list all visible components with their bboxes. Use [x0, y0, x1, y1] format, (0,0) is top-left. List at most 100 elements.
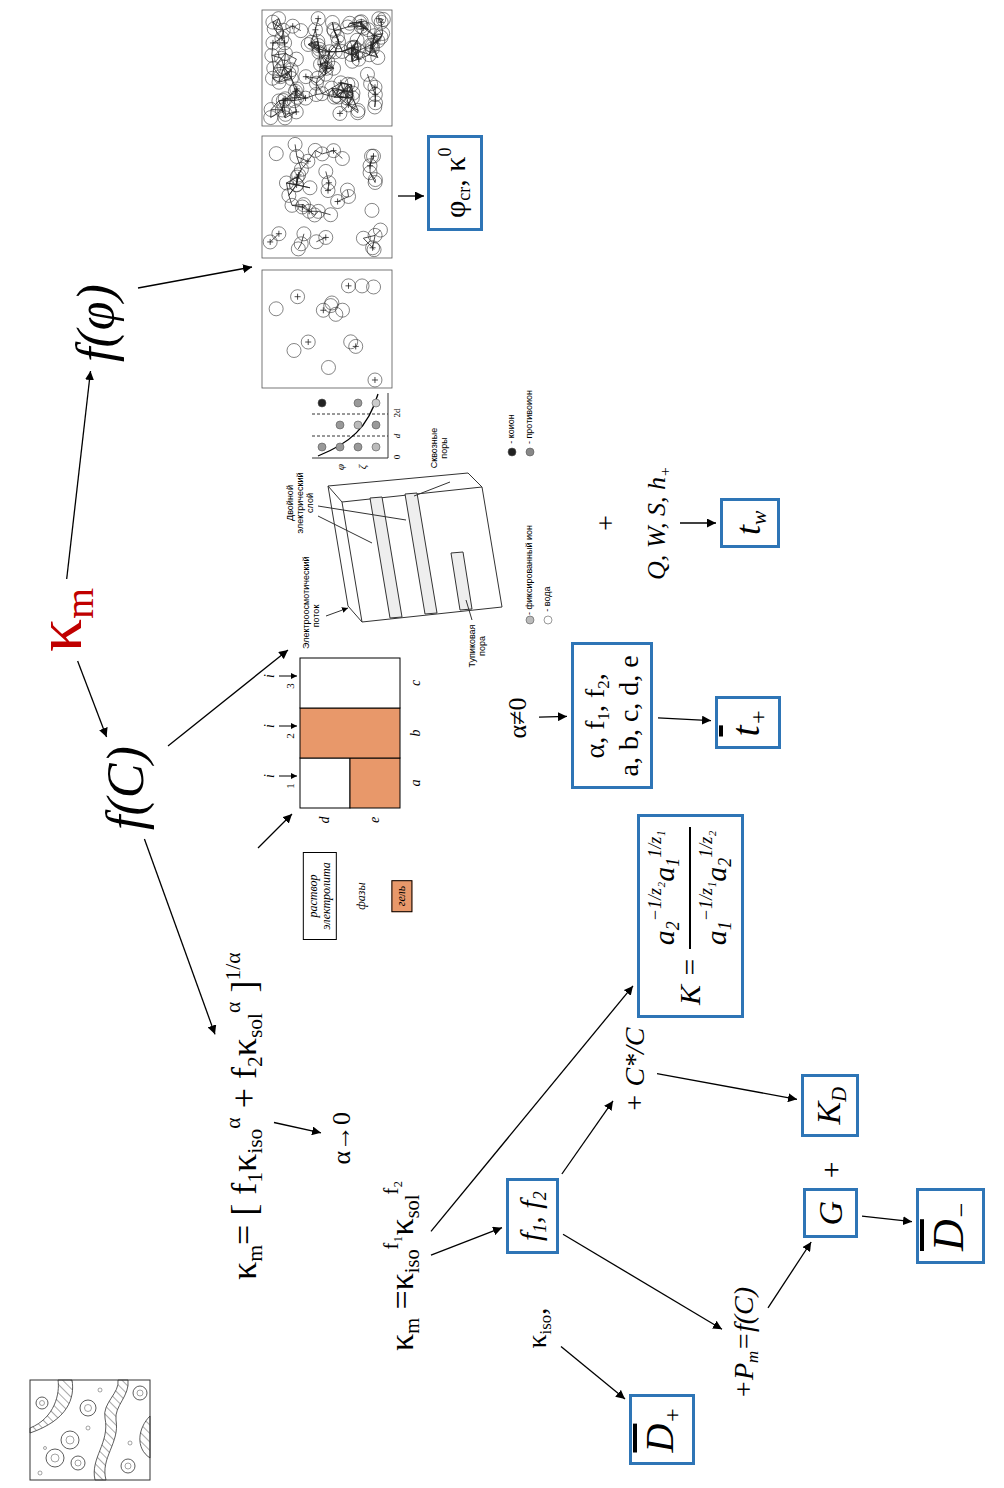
contact-line: [316, 237, 325, 241]
contact-line: [286, 177, 297, 183]
superscript: 0: [435, 148, 455, 157]
contact-line: [311, 42, 319, 49]
formula-node: f(C): [94, 741, 158, 835]
text-row: κiso,: [521, 1308, 555, 1349]
contact-line: [309, 211, 314, 215]
contact-line: [309, 211, 318, 212]
formula-text: ,: [579, 673, 610, 680]
formula-text: , f: [514, 1200, 547, 1223]
particle: [368, 175, 382, 189]
contact-line: [359, 55, 370, 59]
particle: [365, 203, 379, 217]
contact-line: [315, 150, 322, 154]
text-row: κm: [21, 588, 103, 652]
formula-node: α≠0: [501, 693, 535, 744]
subscript: 2: [663, 921, 683, 930]
subscript: D: [828, 1087, 850, 1102]
chart-label: b: [408, 730, 423, 737]
square-frame: [262, 10, 392, 126]
contact-line: [371, 84, 376, 95]
contact-line: [322, 151, 333, 154]
formula-text: t: [723, 725, 768, 736]
formula-text: ,: [521, 1308, 552, 1315]
connector-arrow: [539, 716, 567, 718]
particle: [287, 343, 301, 357]
contact-line: [381, 33, 383, 37]
square-frame: [262, 136, 392, 258]
subscript: 2: [594, 680, 613, 688]
contact-line: [334, 31, 338, 42]
text-row: α≠0: [503, 698, 533, 739]
particle: [341, 279, 355, 293]
contact-line: [361, 28, 367, 29]
fraction: a2−1/z₂a11/z₁a1−1/z₁a21/z₂: [645, 827, 736, 950]
connector-arrow: [658, 718, 711, 721]
contact-line: [302, 207, 309, 211]
chart-label: d: [317, 817, 332, 824]
connector-arrow: [78, 661, 107, 737]
contact-line: [332, 22, 334, 30]
chart-label: 1: [284, 783, 296, 789]
contact-line: [328, 52, 335, 62]
contact-line: [322, 88, 332, 94]
contact-line: [301, 234, 304, 244]
particle: [319, 230, 333, 244]
denominator: a1−1/z₁a21/z₂: [691, 827, 736, 950]
formula-node: κm =κisof₁κsolf₂: [378, 1176, 427, 1356]
contact-line: [329, 42, 338, 52]
formula-node: + C*/C: [617, 1022, 653, 1117]
contact-line: [311, 42, 319, 52]
contact-line: [298, 244, 301, 249]
formula-text: a: [647, 867, 680, 882]
picture-label: - фиксированный ион: [525, 525, 535, 615]
contact-line: [357, 28, 364, 40]
contact-line: [335, 51, 342, 52]
contact-line: [342, 51, 351, 54]
subscript: w: [747, 511, 771, 525]
contact-line: [286, 183, 296, 185]
contact-line: [286, 183, 288, 195]
particle: [295, 200, 309, 214]
contact-line: [272, 43, 273, 55]
chart-label: 3: [284, 683, 296, 689]
superscript: 1/z₁: [645, 831, 665, 858]
contact-line: [294, 89, 297, 101]
numerator: a2−1/z₂a11/z₁: [645, 827, 692, 950]
contact-line: [347, 190, 348, 196]
contact-line: [371, 37, 381, 45]
contact-line: [285, 53, 296, 59]
picture-label: 2d: [393, 409, 403, 418]
particle: [349, 339, 363, 353]
subscript: 1: [663, 858, 683, 867]
contact-line: [320, 310, 326, 311]
contact-line: [360, 22, 364, 28]
particle: [321, 184, 335, 198]
superscript: α: [221, 1117, 245, 1128]
contact-line: [342, 48, 353, 52]
connector-arrow: [274, 1123, 321, 1133]
contact-line: [291, 59, 296, 70]
contact-line: [348, 23, 350, 27]
connector-arrow: [768, 1242, 811, 1308]
contact-line: [335, 42, 338, 52]
contact-line: [316, 74, 325, 83]
contact-line: [375, 180, 376, 183]
particle: [269, 302, 283, 316]
formula-text: a: [699, 867, 732, 882]
text-row: κm= [ f1κisoα + f2κsolα ]1/α: [221, 952, 268, 1280]
particle: [308, 208, 322, 222]
contact-line: [372, 49, 377, 58]
chart-label: i: [262, 774, 277, 778]
formula-text: K =: [673, 957, 706, 1005]
contact-line: [297, 169, 301, 177]
contact-line: [273, 19, 279, 22]
formula-text: D: [924, 1219, 973, 1251]
formula-node: Q, W, S, h+: [640, 461, 676, 585]
contact-line: [305, 342, 311, 343]
formula-text: α≠0: [503, 698, 532, 739]
connector-arrow: [862, 1216, 912, 1222]
connector-arrow: [563, 1234, 722, 1329]
contact-line: [351, 47, 357, 48]
subscript: 1: [594, 712, 613, 720]
